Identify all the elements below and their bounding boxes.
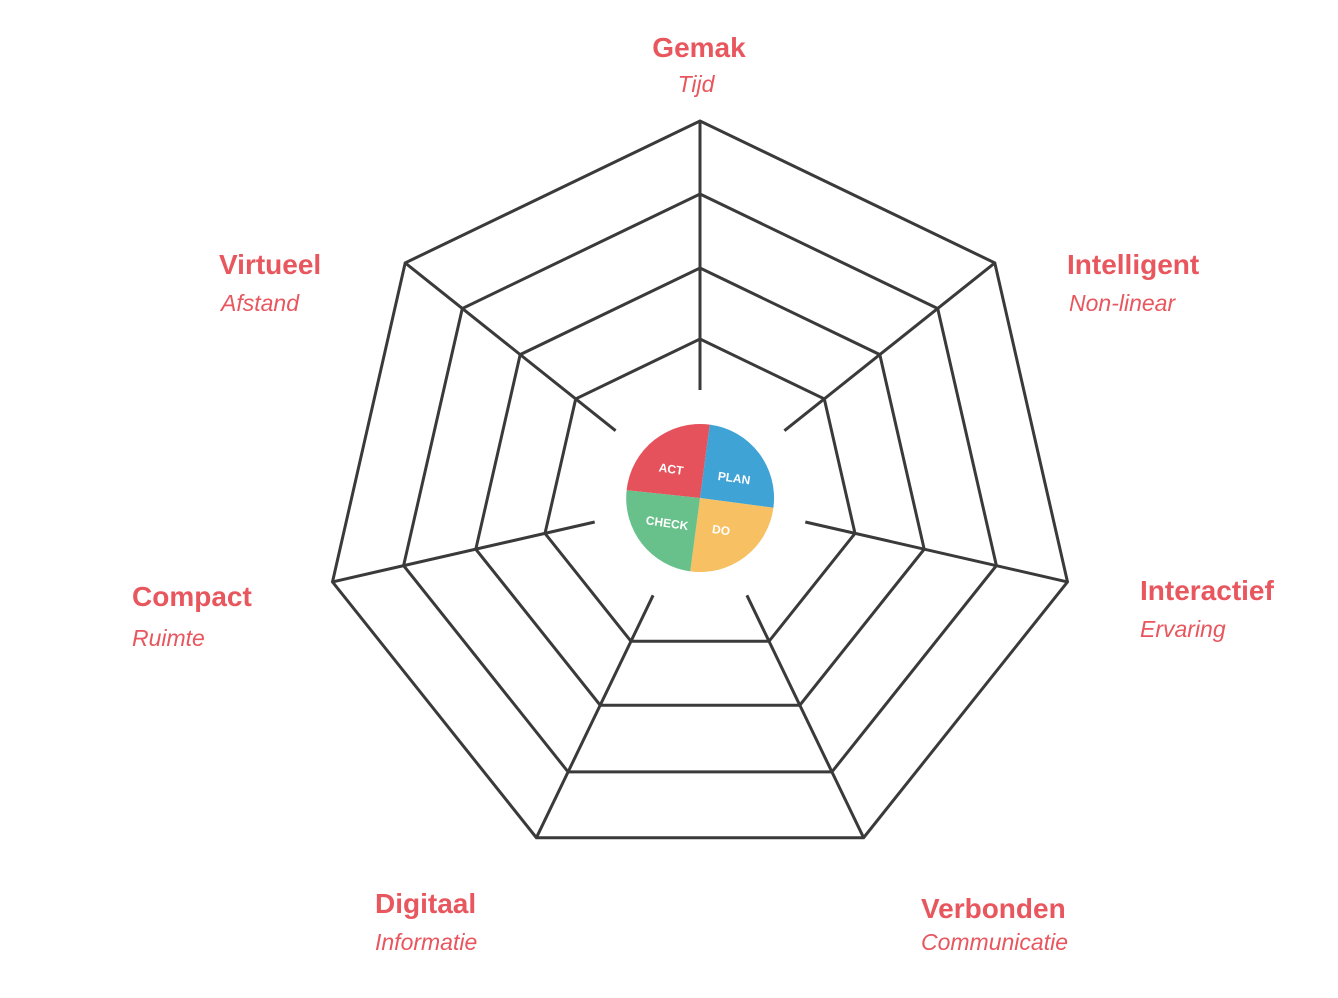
plan-label: PLAN bbox=[717, 469, 751, 487]
axis-subtitle-informatie: Informatie bbox=[375, 929, 478, 955]
axis-subtitle-communicatie: Communicatie bbox=[921, 929, 1068, 955]
web-spoke-2 bbox=[783, 261, 996, 432]
web-ring-3 bbox=[401, 192, 999, 774]
web-ring-2 bbox=[474, 266, 926, 707]
axis-subtitle-ervaring: Ervaring bbox=[1140, 616, 1226, 642]
web-ring-4 bbox=[330, 119, 1070, 840]
axis-title-interactief: Interactief bbox=[1140, 575, 1274, 606]
axis-title-intelligent: Intelligent bbox=[1067, 249, 1200, 280]
axis-subtitle-ruimte: Ruimte bbox=[132, 625, 205, 651]
plan-segment bbox=[700, 424, 775, 508]
axis-title-gemak: Gemak bbox=[652, 32, 746, 63]
act-segment bbox=[626, 423, 710, 498]
axis-title-digitaal: Digitaal bbox=[375, 888, 477, 919]
web-spoke-6 bbox=[332, 520, 596, 584]
web-spoke-3 bbox=[804, 520, 1068, 584]
act-label: ACT bbox=[658, 461, 685, 478]
axis-title-verbonden: Verbonden bbox=[921, 893, 1066, 924]
pdca-cycle: ACT PLAN DO CHECK bbox=[626, 423, 775, 573]
web-ring-1 bbox=[543, 337, 857, 643]
axis-subtitle-afstand: Afstand bbox=[221, 290, 299, 316]
web-spoke-7 bbox=[404, 261, 617, 432]
web-spoke-5 bbox=[535, 594, 655, 839]
axis-title-virtueel: Virtueel bbox=[219, 249, 322, 280]
axis-subtitle-non-linear: Non-linear bbox=[1069, 290, 1176, 316]
web-rings bbox=[330, 119, 1070, 840]
axis-title-compact: Compact bbox=[132, 581, 252, 612]
web-spokes bbox=[332, 121, 1068, 839]
axis-subtitle-tijd: Tijd bbox=[677, 71, 715, 97]
check-segment bbox=[626, 490, 700, 572]
do-segment bbox=[690, 498, 774, 573]
do-label: DO bbox=[711, 522, 731, 538]
check-label: CHECK bbox=[645, 513, 690, 533]
web-spoke-4 bbox=[745, 594, 865, 839]
